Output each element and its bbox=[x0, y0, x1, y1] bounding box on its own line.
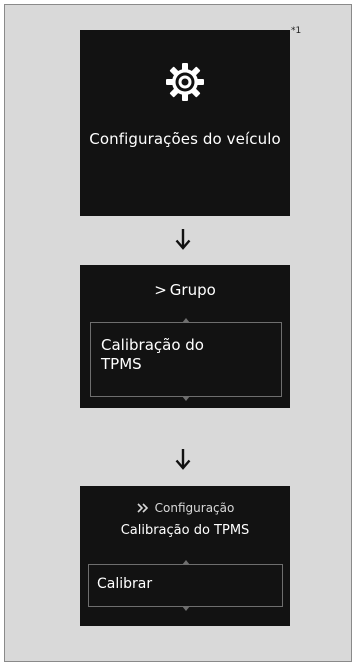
vehicle-settings-label[interactable]: Configurações do veículo bbox=[89, 130, 281, 148]
selection-box[interactable]: Calibração do TPMS bbox=[90, 318, 282, 401]
double-chevron-icon bbox=[137, 503, 148, 513]
setting-subtitle: Calibração do TPMS bbox=[120, 523, 250, 538]
scroll-down-icon bbox=[182, 396, 190, 401]
arrow-down-icon bbox=[175, 229, 191, 250]
setting-header-label: Configuração bbox=[154, 501, 235, 515]
footnote-marker: *1 bbox=[291, 26, 302, 36]
gear-icon bbox=[166, 63, 204, 101]
group-screen: >Grupo Calibração do TPMS bbox=[80, 265, 290, 408]
tpms-setting-screen: Configuração Calibração do TPMS Calibrar bbox=[80, 486, 290, 626]
scroll-up-icon bbox=[181, 560, 190, 565]
tpms-calibration-item[interactable]: Calibração do TPMS bbox=[101, 336, 204, 373]
vehicle-settings-screen: Configurações do veículo bbox=[80, 30, 290, 216]
scroll-up-icon bbox=[182, 318, 190, 323]
group-header: >Grupo bbox=[80, 281, 290, 299]
scroll-down-icon bbox=[181, 606, 190, 611]
setting-header: Configuração bbox=[80, 501, 290, 515]
arrow-down-icon bbox=[175, 449, 191, 470]
calibrate-option[interactable]: Calibrar bbox=[97, 576, 153, 592]
group-header-label: Grupo bbox=[169, 281, 216, 299]
selection-box[interactable]: Calibrar bbox=[88, 560, 283, 611]
chevron-right-icon: > bbox=[154, 281, 167, 299]
